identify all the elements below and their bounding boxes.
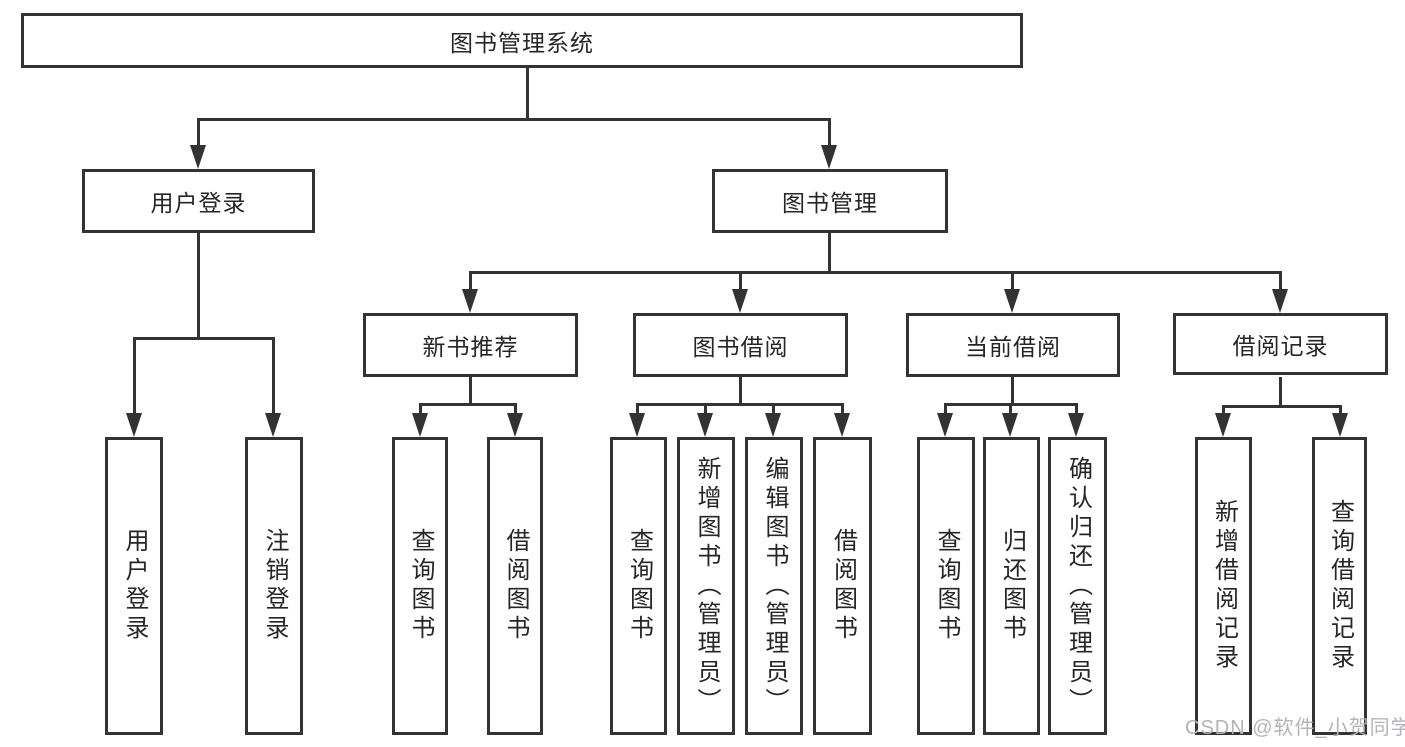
arrowhead-down-icon: [126, 413, 142, 437]
leaf-query-borrow-record: 查询借阅记录: [1312, 437, 1367, 735]
leaf-label: 借阅图书: [829, 528, 857, 644]
arrowhead-down-icon: [629, 413, 645, 437]
connector-vline: [739, 271, 742, 291]
leaf-query-book: 查询图书: [610, 437, 667, 735]
connector-vline: [272, 337, 275, 415]
connector-vline: [419, 403, 422, 415]
arrowhead-down-icon: [1215, 413, 1231, 437]
node-label: 图书管理系统: [450, 29, 594, 56]
connector-hline: [133, 337, 275, 340]
connector-vline: [1279, 377, 1282, 405]
connector-hline: [469, 271, 1282, 274]
leaf-label: 查询图书: [625, 528, 653, 644]
node-book-management: 图书管理: [712, 169, 948, 233]
leaf-label: 查询图书: [933, 528, 960, 644]
leaf-label: 查询图书: [407, 528, 434, 644]
connector-vline: [1222, 405, 1225, 415]
leaf-confirm-return-admin: 确认归还（管理员）: [1048, 437, 1107, 735]
arrowhead-down-icon: [834, 413, 850, 437]
arrowhead-down-icon: [1002, 413, 1018, 437]
connector-vline: [197, 233, 200, 337]
leaf-borrow-book: 借阅图书: [487, 437, 543, 735]
arrowhead-down-icon: [697, 413, 713, 437]
arrowhead-down-icon: [732, 289, 748, 313]
arrowhead-down-icon: [765, 413, 781, 437]
connector-vline: [828, 233, 831, 271]
node-label: 借阅记录: [1232, 333, 1329, 359]
leaf-query-book: 查询图书: [917, 437, 975, 735]
leaf-add-borrow-record: 新增借阅记录: [1195, 437, 1252, 735]
node-borrow-records: 借阅记录: [1173, 313, 1388, 375]
leaf-label: 用户登录: [121, 528, 148, 644]
connector-vline: [197, 118, 200, 147]
arrowhead-down-icon: [190, 145, 206, 169]
connector-vline: [739, 377, 742, 403]
node-label: 用户登录: [150, 190, 247, 216]
connector-vline: [841, 403, 844, 415]
leaf-user-login: 用户登录: [105, 437, 163, 735]
leaf-label: 编辑图书（管理员）: [761, 455, 788, 717]
connector-hline: [197, 118, 831, 121]
arrowhead-down-icon: [1272, 289, 1288, 313]
connector-hline: [419, 403, 517, 406]
arrowhead-down-icon: [1332, 413, 1348, 437]
leaf-label: 归还图书: [998, 528, 1026, 644]
node-library-management-system: 图书管理系统: [21, 13, 1023, 68]
csdn-watermark: CSDN @软件_小贺同学: [1185, 717, 1405, 739]
connector-hline: [1222, 405, 1341, 408]
connector-vline: [944, 403, 947, 415]
arrowhead-down-icon: [937, 413, 953, 437]
leaf-edit-book-admin: 编辑图书（管理员）: [745, 437, 803, 735]
leaf-label: 新增借阅记录: [1210, 499, 1238, 673]
leaf-label: 确认归还（管理员）: [1064, 455, 1092, 717]
connector-vline: [514, 403, 517, 415]
connector-vline: [469, 377, 472, 403]
node-label: 图书管理: [782, 190, 878, 216]
arrowhead-down-icon: [1004, 289, 1020, 313]
connector-vline: [1279, 271, 1282, 291]
arrowhead-down-icon: [265, 413, 281, 437]
arrowhead-down-icon: [462, 289, 478, 313]
leaf-borrow-book: 借阅图书: [813, 437, 872, 735]
node-book-borrow: 图书借阅: [633, 313, 848, 377]
leaf-label: 注销登录: [261, 528, 288, 644]
leaf-label: 查询借阅记录: [1326, 499, 1354, 673]
leaf-query-book: 查询图书: [392, 437, 448, 735]
arrowhead-down-icon: [821, 145, 837, 169]
connector-hline: [636, 403, 843, 406]
connector-vline: [1011, 377, 1014, 403]
arrowhead-down-icon: [1068, 413, 1084, 437]
connector-vline: [526, 68, 529, 118]
arrowhead-down-icon: [507, 413, 523, 437]
leaf-logout-login: 注销登录: [245, 437, 303, 735]
connector-vline: [636, 403, 639, 415]
leaf-return-book: 归还图书: [983, 437, 1040, 735]
connector-vline: [133, 337, 136, 415]
arrowhead-down-icon: [412, 413, 428, 437]
node-new-book-recommend: 新书推荐: [363, 313, 578, 377]
connector-vline: [1011, 271, 1014, 291]
connector-vline: [1339, 405, 1342, 415]
leaf-label: 借阅图书: [502, 528, 529, 644]
connector-vline: [1009, 403, 1012, 415]
connector-vline: [1075, 403, 1078, 415]
node-label: 当前借阅: [965, 334, 1061, 360]
node-user-login: 用户登录: [82, 169, 315, 233]
leaf-label: 新增图书（管理员）: [693, 455, 720, 717]
leaf-add-book-admin: 新增图书（管理员）: [677, 437, 735, 735]
node-current-borrow: 当前借阅: [906, 313, 1120, 377]
connector-vline: [828, 118, 831, 147]
node-label: 图书借阅: [692, 334, 789, 360]
connector-vline: [469, 271, 472, 291]
connector-vline: [704, 403, 707, 415]
node-label: 新书推荐: [422, 334, 519, 360]
connector-vline: [772, 403, 775, 415]
